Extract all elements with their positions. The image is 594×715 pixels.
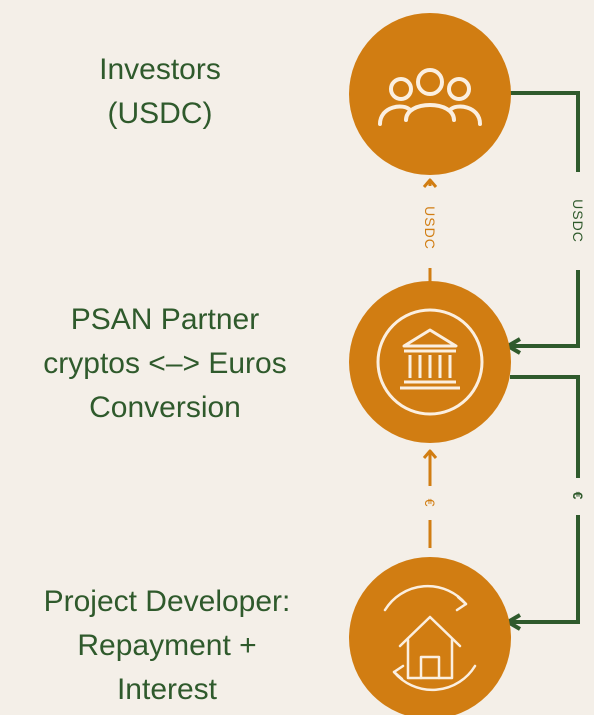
green-connector-top: USDC (506, 91, 586, 355)
usdc-label-green: USDC (570, 199, 586, 243)
euro-label-orange: € (422, 499, 438, 508)
psan-node (349, 281, 511, 443)
usdc-label-orange: USDC (422, 206, 438, 250)
developer-node (349, 557, 511, 715)
green-connector-bottom: € (506, 375, 586, 631)
project-developer-label: Project Developer: Repayment + Interest (43, 585, 291, 706)
investors-node (349, 13, 511, 175)
psan-partner-label: PSAN Partner cryptos <–> Euros Conversio… (43, 303, 287, 424)
euro-label-green: € (570, 492, 586, 501)
orange-connector-top: USDC (422, 178, 438, 296)
investors-label: Investors (USDC) (99, 53, 221, 130)
house-refresh-icon (383, 584, 477, 692)
people-icon (378, 68, 482, 126)
bank-icon (400, 328, 460, 390)
orange-connector-bottom: € (422, 449, 438, 548)
